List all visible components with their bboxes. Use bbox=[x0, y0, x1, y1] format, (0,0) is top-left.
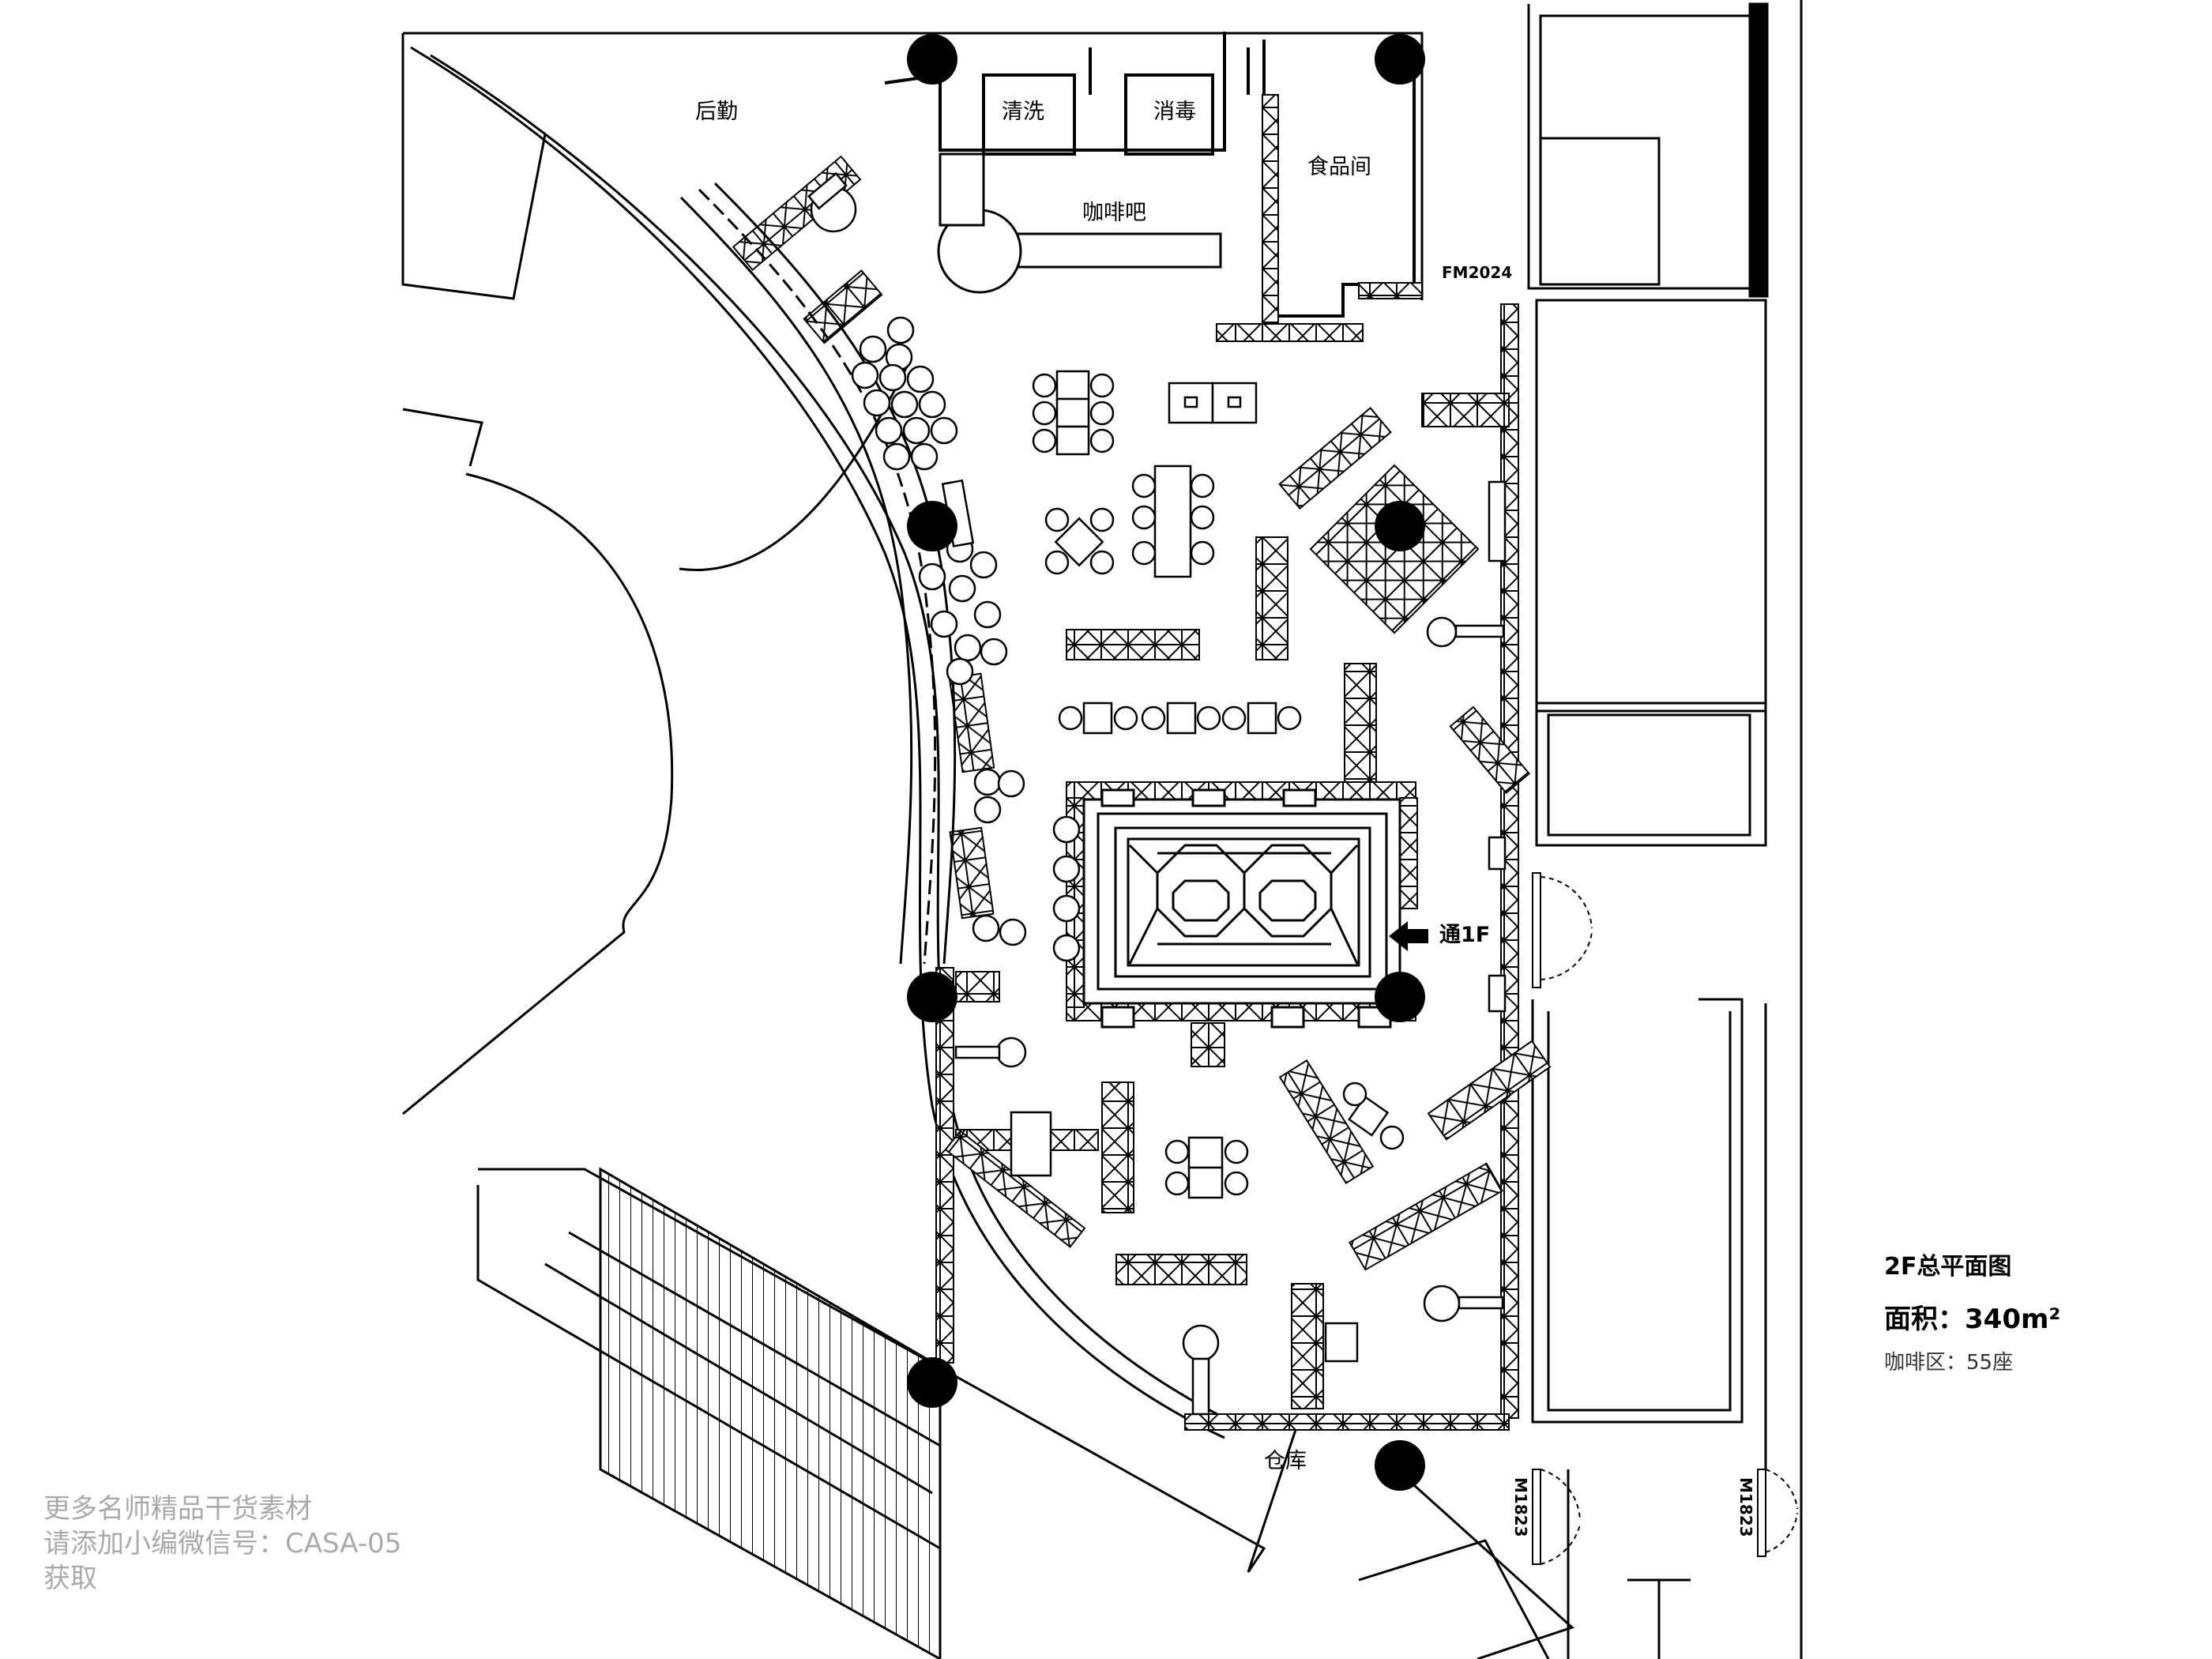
watermark-line-3: 获取 bbox=[43, 1563, 97, 1594]
room-label-washing: 清洗 bbox=[1002, 100, 1044, 124]
door-tag-left: M1823 bbox=[1511, 1477, 1530, 1537]
room-label-storage: 仓库 bbox=[1264, 1449, 1307, 1473]
door-tag-fire-door: FM2024 bbox=[1442, 263, 1512, 282]
watermark-line-1: 更多名师精品干货素材 bbox=[43, 1493, 312, 1525]
watermark-text: 更多名师精品干货素材 请添加小编微信号：CASA-05 获取 bbox=[43, 1492, 517, 1596]
service-core bbox=[1358, 0, 1803, 1659]
doors bbox=[1532, 872, 1798, 1565]
curved-facade bbox=[679, 182, 957, 965]
columns bbox=[907, 34, 1425, 1491]
partitions bbox=[732, 94, 1552, 1431]
furniture bbox=[807, 171, 1507, 1416]
door-tag-right: M1823 bbox=[1736, 1477, 1755, 1537]
stairs-down-label: 通1F bbox=[1439, 923, 1490, 947]
escalator bbox=[544, 1167, 942, 1659]
plan-area: 面积：340m² bbox=[1884, 1304, 2061, 1335]
room-label-food-room: 食品间 bbox=[1307, 155, 1371, 179]
room-label-disinfection: 消毒 bbox=[1153, 100, 1196, 124]
coffee-bar-counter bbox=[937, 152, 1222, 294]
plan-seats: 咖啡区：55座 bbox=[1884, 1351, 2014, 1375]
plan-title: 2F总平面图 bbox=[1884, 1253, 2012, 1281]
watermark-line-2: 请添加小编微信号：CASA-05 bbox=[43, 1528, 402, 1559]
room-label-coffee-bar: 咖啡吧 bbox=[1082, 201, 1146, 225]
down-arrow-icon bbox=[1389, 921, 1428, 951]
room-label-logistics: 后勤 bbox=[695, 100, 738, 124]
central-counter bbox=[1082, 788, 1401, 1029]
